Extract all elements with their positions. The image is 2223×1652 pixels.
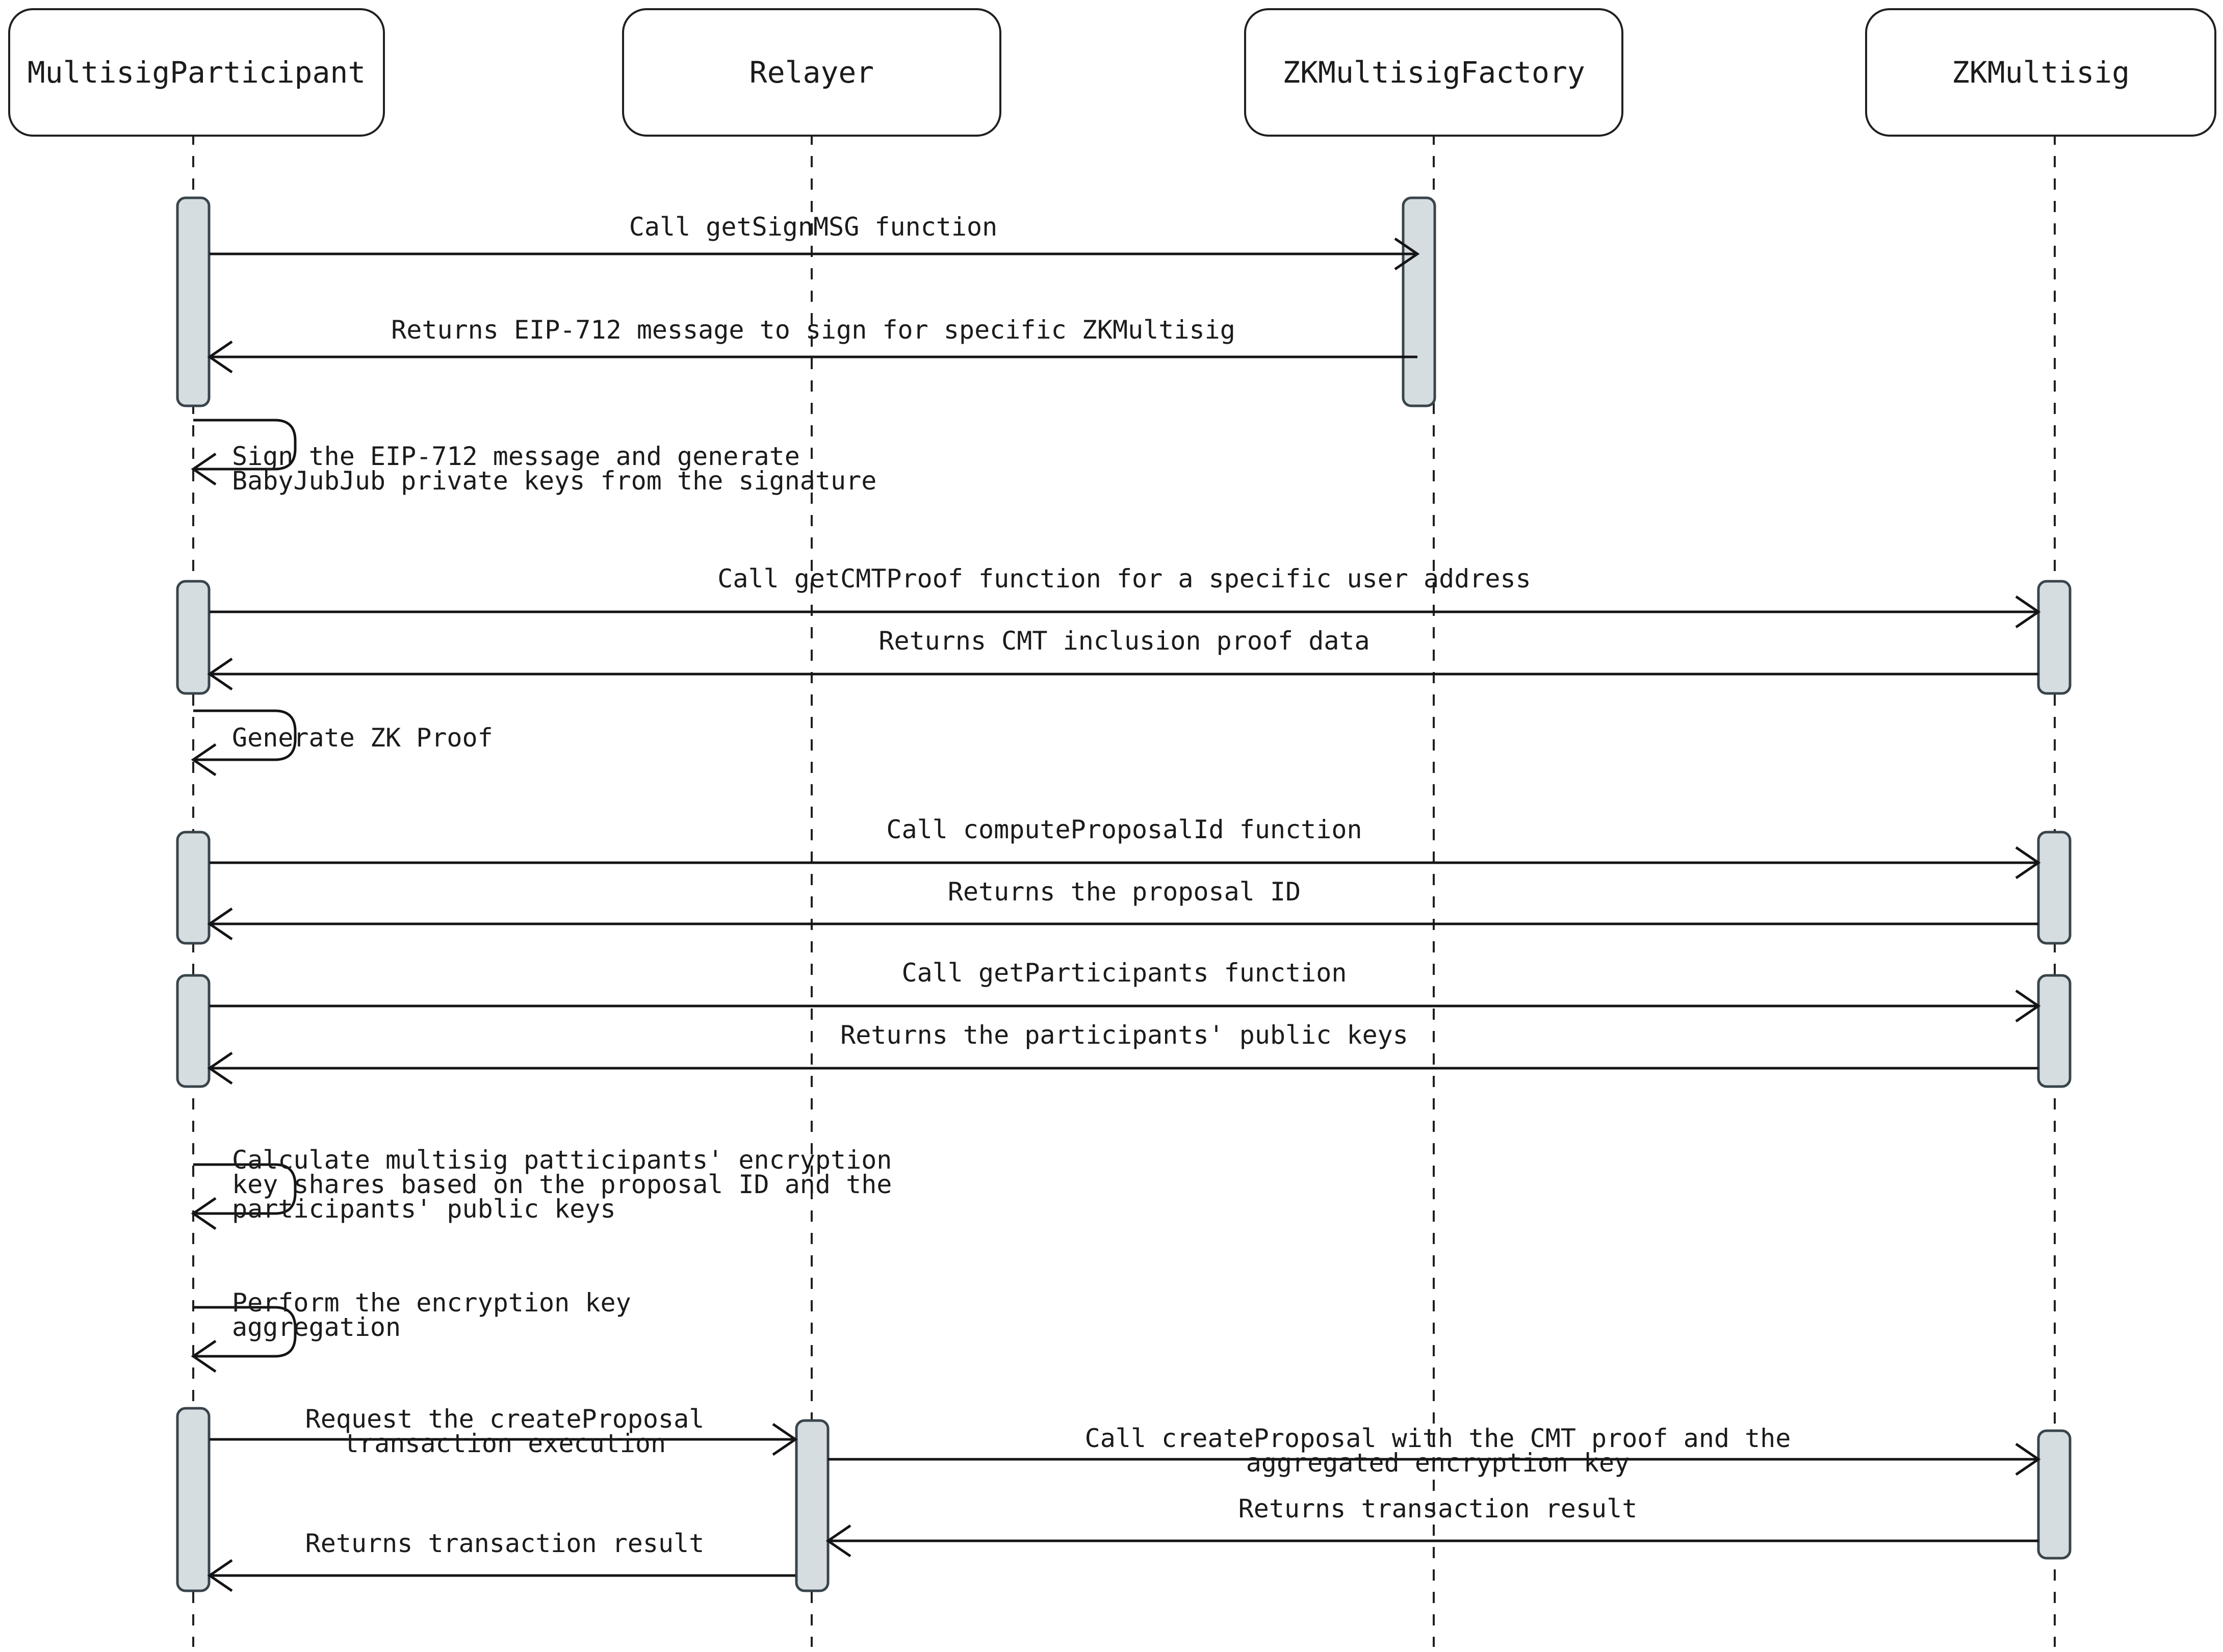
message-label-line: Perform the encryption key [232, 1288, 631, 1318]
message-label-line: participants' public keys [232, 1194, 616, 1224]
actor-relayer[interactable]: Relayer [622, 8, 1001, 137]
message-label-line: Call getCMTProof function for a specific… [717, 564, 1531, 593]
self-message-path [193, 419, 297, 471]
message-10-return: Returns the participants' public keys [207, 1020, 2038, 1085]
arrowhead [207, 1559, 233, 1592]
message-label-5: Returns CMT inclusion proof data [878, 626, 1369, 656]
activation-bar-participant-8 [176, 1407, 211, 1592]
message-4-call: Call getCMTProof function for a specific… [210, 564, 2041, 629]
actor-box-participant[interactable] [8, 8, 385, 137]
message-label-7: Call computeProposalId function [886, 815, 1362, 844]
message-label-line: BabyJubJub private keys from the signatu… [232, 466, 876, 496]
message-label-line: Returns the proposal ID [948, 877, 1301, 907]
activation-bar-participant-4 [176, 831, 211, 945]
activation-bar-participant-6 [176, 974, 211, 1088]
message-label-6: Generate ZK Proof [232, 723, 493, 753]
message-8-return: Returns the proposal ID [207, 877, 2038, 941]
message-label-line: Request the createProposal [305, 1404, 705, 1434]
message-label-10: Returns the participants' public keys [840, 1020, 1408, 1050]
message-label-line: Call createProposal with the CMT proof a… [1085, 1424, 1791, 1453]
message-9-call: Call getParticipants function [210, 958, 2041, 1023]
message-label-1: Call getSignMSG function [629, 212, 997, 242]
arrowhead [1394, 237, 1420, 271]
actor-label-participant: MultisigParticipant [28, 55, 366, 90]
message-label-line: Returns CMT inclusion proof data [878, 626, 1369, 656]
message-label-8: Returns the proposal ID [948, 877, 1301, 907]
message-5-return: Returns CMT inclusion proof data [207, 626, 2038, 691]
activation-bar-participant-2 [176, 580, 211, 695]
arrowhead [191, 743, 217, 777]
activation-bar-multisig-5 [2037, 831, 2072, 945]
message-label-line: Returns transaction result [1238, 1494, 1638, 1524]
actor-label-factory: ZKMultisigFactory [1282, 55, 1585, 90]
activation-bar-multisig-10 [2037, 1429, 2072, 1560]
message-label-line: Returns transaction result [305, 1529, 705, 1558]
message-label-line: Generate ZK Proof [232, 723, 493, 753]
arrowhead [207, 907, 233, 941]
message-label-line: Returns the participants' public keys [840, 1020, 1408, 1050]
arrowhead [2015, 595, 2041, 629]
message-label-line: Returns EIP-712 message to sign for spec… [391, 315, 1235, 345]
message-label-line: Sign the EIP-712 message and generate [232, 442, 800, 471]
message-label-line: key shares based on the proposal ID and … [232, 1170, 892, 1199]
message-label-line: Call computeProposalId function [886, 815, 1362, 844]
self-message-path [193, 1306, 297, 1358]
message-label-11: Calculate multisig patticipants' encrypt… [232, 1145, 892, 1224]
message-label-15: Returns transaction result [1238, 1494, 1638, 1524]
arrowhead [772, 1423, 798, 1456]
message-1-call: Call getSignMSG function [210, 212, 1420, 271]
actor-boxes-layer: MultisigParticipant Relayer ZKMultisigFact… [8, 8, 2216, 137]
message-16-return: Returns transaction result [207, 1529, 795, 1592]
arrowhead [825, 1524, 851, 1558]
message-label-9: Call getParticipants function [902, 958, 1347, 988]
arrowhead [207, 340, 233, 374]
arrowhead [2015, 1442, 2041, 1476]
arrowhead [207, 657, 233, 691]
arrowhead [191, 1339, 217, 1373]
message-label-line: Calculate multisig patticipants' encrypt… [232, 1145, 892, 1175]
self-message-path [193, 709, 297, 761]
arrowhead [191, 1197, 217, 1230]
actor-box-relayer[interactable] [622, 8, 1001, 137]
actor-box-multisig[interactable] [1865, 8, 2216, 137]
message-11-self: Calculate multisig patticipants' encrypt… [191, 1145, 892, 1230]
message-label-line: transaction execution [344, 1429, 666, 1458]
actor-label-relayer: Relayer [749, 55, 874, 90]
actor-factory[interactable]: ZKMultisigFactory [1244, 8, 1623, 137]
actor-label-multisig: ZKMultisig [1952, 55, 2130, 90]
message-label-4: Call getCMTProof function for a specific… [717, 564, 1531, 593]
message-label-line: aggregation [232, 1312, 401, 1342]
message-7-call: Call computeProposalId function [210, 815, 2041, 880]
message-2-return: Returns EIP-712 message to sign for spec… [207, 315, 1417, 374]
arrowhead [207, 1051, 233, 1085]
actor-participant[interactable]: MultisigParticipant [8, 8, 385, 137]
arrowhead [2015, 846, 2041, 880]
arrowhead [191, 452, 217, 486]
arrowhead [2015, 989, 2041, 1023]
message-15-return: Returns transaction result [825, 1494, 2038, 1558]
actor-box-factory[interactable] [1244, 8, 1623, 137]
message-label-14: Call createProposal with the CMT proof a… [1085, 1424, 1791, 1478]
activation-bar-participant-0 [176, 196, 211, 407]
activation-bar-factory-1 [1402, 196, 1436, 407]
message-label-line: Call getSignMSG function [629, 212, 997, 242]
message-14-call: Call createProposal with the CMT proof a… [828, 1424, 2041, 1478]
activation-bar-multisig-3 [2037, 580, 2072, 695]
self-message-path [193, 1163, 297, 1215]
activation-bar-multisig-7 [2037, 974, 2072, 1088]
message-label-line: Call getParticipants function [902, 958, 1347, 988]
message-label-line: aggregated encryption key [1246, 1448, 1630, 1478]
message-label-2: Returns EIP-712 message to sign for spec… [391, 315, 1235, 345]
message-6-self: Generate ZK Proof [191, 709, 493, 777]
actor-multisig[interactable]: ZKMultisig [1865, 8, 2216, 137]
message-label-16: Returns transaction result [305, 1529, 705, 1558]
activation-bar-relayer-9 [795, 1419, 830, 1592]
